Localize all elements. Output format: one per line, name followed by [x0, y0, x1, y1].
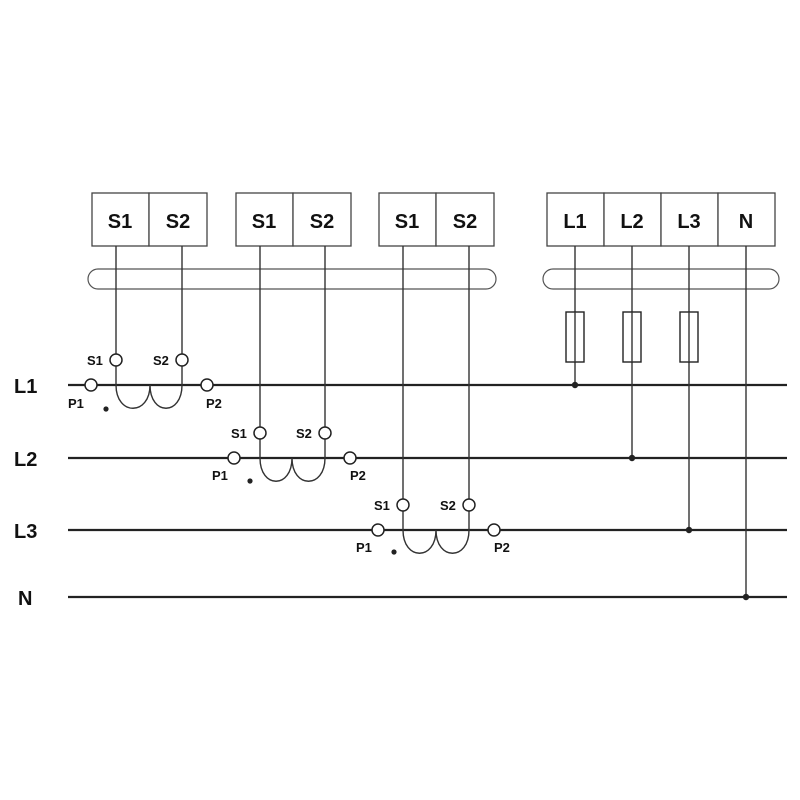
voltage-tap-l3 [679, 246, 699, 534]
terminal-label: S2 [453, 211, 477, 233]
terminal-box [435, 192, 495, 247]
current-transformer-3: S1 S2 P1 P2 [356, 246, 510, 555]
s1-terminal [253, 426, 267, 440]
line-label: L3 [14, 521, 37, 543]
current-transformer-2: S1 S2 P1 P2 [212, 246, 366, 484]
p2-terminal [487, 523, 501, 537]
current-terminal-block-2: S1 S2 [235, 192, 352, 247]
transformer-coil [402, 511, 470, 554]
terminal-tag: S1 [87, 353, 103, 368]
terminal-label: L3 [677, 211, 700, 233]
current-terminal-block-1: S1 S2 [91, 192, 208, 247]
voltage-terminal-block: L1 L2 L3 N [546, 192, 776, 247]
polarity-dot [247, 478, 253, 484]
s2-terminal [318, 426, 332, 440]
terminal-label: L2 [620, 211, 643, 233]
terminal-tag: S2 [440, 498, 456, 513]
terminal-label: S1 [108, 211, 132, 233]
terminal-box [235, 192, 294, 247]
p1-terminal [227, 451, 241, 465]
terminal-label: S1 [252, 211, 276, 233]
cable-duct-current [87, 268, 497, 290]
p1-terminal [371, 523, 385, 537]
line-label: L2 [14, 449, 37, 471]
voltage-tap-l1 [565, 246, 585, 389]
terminal-tag: S2 [296, 426, 312, 441]
terminal-box [292, 192, 352, 247]
voltage-tap-n [742, 246, 750, 601]
terminal-tag: P2 [494, 540, 510, 555]
terminal-tag: P2 [206, 396, 222, 411]
terminal-label: S1 [395, 211, 419, 233]
junction-dot [571, 381, 579, 389]
p2-terminal [343, 451, 357, 465]
current-terminal-block-3: S1 S2 [378, 192, 495, 247]
terminal-label: S2 [166, 211, 190, 233]
terminal-box [717, 192, 776, 247]
polarity-dot [103, 406, 109, 412]
terminal-tag: S1 [231, 426, 247, 441]
junction-dot [628, 454, 636, 462]
terminal-box [603, 192, 662, 247]
s1-terminal [396, 498, 410, 512]
terminal-label: N [739, 211, 753, 233]
s1-terminal [109, 353, 123, 367]
line-label: L1 [14, 376, 37, 398]
terminal-tag: P2 [350, 468, 366, 483]
terminal-tag: P1 [212, 468, 228, 483]
transformer-coil [259, 439, 326, 482]
polarity-dot [391, 549, 397, 555]
terminal-tag: S2 [153, 353, 169, 368]
current-transformer-1: S1 S2 P1 P2 [68, 246, 222, 412]
terminal-label: S2 [310, 211, 334, 233]
terminal-tag: S1 [374, 498, 390, 513]
terminal-box [148, 192, 208, 247]
cable-duct-voltage [542, 268, 780, 290]
terminal-tag: P1 [356, 540, 372, 555]
line-label: N [18, 588, 32, 610]
terminal-tag: P1 [68, 396, 84, 411]
transformer-coil [115, 366, 183, 409]
terminal-box [91, 192, 150, 247]
p1-terminal [84, 378, 98, 392]
junction-dot [685, 526, 693, 534]
voltage-tap-l2 [622, 246, 642, 462]
terminal-label: L1 [563, 211, 586, 233]
s2-terminal [462, 498, 476, 512]
terminal-box [378, 192, 437, 247]
s2-terminal [175, 353, 189, 367]
junction-dot [742, 593, 750, 601]
p2-terminal [200, 378, 214, 392]
